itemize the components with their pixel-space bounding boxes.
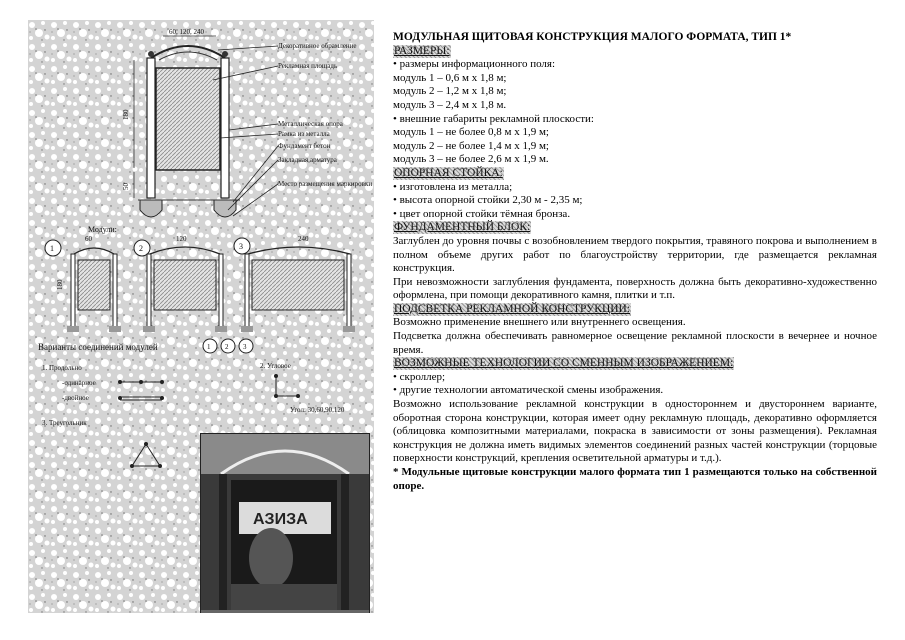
callout-embedded-rebar: Закладная арматура — [278, 156, 338, 164]
text-column: МОДУЛЬНАЯ ЩИТОВАЯ КОНСТРУКЦИЯ МАЛОГО ФОР… — [393, 31, 877, 493]
sizes-line: • внешние габариты рекламной плоскости: — [393, 112, 594, 125]
podsvetka-paragraph-2: Подсветка должна обеспечивать равномерно… — [393, 330, 877, 356]
module-number-2: 2 — [139, 244, 143, 253]
sizes-line: модуль 1 – 0,6 м х 1,8 м; — [393, 71, 507, 84]
sizes-line: модуль 2 – 1,2 м х 1,8 м; — [393, 85, 507, 98]
callout-ad-area: Рекламная площадь — [278, 62, 337, 70]
sizes-line: модуль 1 – не более 0,8 м х 1,9 м; — [393, 126, 549, 139]
photo-image: АЗИЗА — [201, 434, 369, 613]
module-width-2: 120 — [176, 235, 187, 243]
callout-metal-frame: Рамка из металла — [278, 130, 331, 138]
page-title: МОДУЛЬНАЯ ЩИТОВАЯ КОНСТРУКЦИЯ МАЛОГО ФОР… — [393, 31, 792, 43]
photo-sign-text: АЗИЗА — [253, 511, 308, 528]
module-3: 3 240 — [233, 235, 355, 332]
module-width-1: 60 — [85, 235, 93, 243]
connection-types: 1. Продольно -одинарное -двойное 2. Угло… — [42, 362, 345, 468]
footnote: * Модульные щитовые конструкции малого ф… — [393, 466, 877, 492]
top-dims-label: 60, 120, 240 — [169, 28, 205, 36]
variant-circle-3: 3 — [243, 343, 247, 351]
callout-marking-place: Место размещения маркировки — [278, 180, 372, 188]
callout-decor: Декоративное обрамление — [278, 42, 357, 50]
variant-circle-1: 1 — [207, 343, 211, 351]
section-sizes-heading: РАЗМЕРЫ: — [393, 44, 451, 58]
module-number-1: 1 — [50, 244, 54, 253]
section-fundament-heading: ФУНДАМЕНТНЫЙ БЛОК: — [393, 221, 532, 235]
drawing-panel: 60, 120, 240 180 50 Декоративное обрамле… — [28, 20, 374, 613]
conn-uglovoe: 2. Угловое — [260, 362, 291, 370]
installation-photo: АЗИЗА — [200, 433, 370, 613]
callout-concrete-base: Фундамент бетон — [278, 142, 331, 150]
conn-angle: Угол: 30,60,90,120 — [290, 406, 345, 414]
sizes-line: модуль 3 – не более 2,6 м х 1,9 м. — [393, 153, 549, 166]
module-number-3: 3 — [239, 242, 243, 251]
tech-paragraph: Возможно использование рекламной констру… — [393, 398, 877, 465]
stoika-line: • высота опорной стойки 2,30 м - 2,35 м; — [393, 194, 583, 207]
tech-line: • скроллер; — [393, 370, 446, 383]
variant-circle-2: 2 — [225, 343, 229, 351]
conn-dvoinoe: -двойное — [62, 394, 89, 402]
sizes-line: модуль 3 – 2,4 м х 1,8 м. — [393, 98, 507, 111]
conn-odinarnoe: -одинарное — [62, 379, 96, 387]
sizes-line: • размеры информационного поля: — [393, 58, 556, 71]
sizes-line: модуль 2 – не более 1,4 м х 1,9 м; — [393, 139, 549, 152]
module-2: 2 120 — [133, 235, 227, 332]
stoika-line: • цвет опорной стойки тёмная бронза. — [393, 207, 571, 220]
section-podsvetka-heading: ПОДСВЕТКА РЕКЛАМНОЙ КОНСТРУКЦИИ: — [393, 302, 632, 316]
callout-labels: Декоративное обрамление Рекламная площад… — [278, 42, 372, 188]
base-dim-label: 50 — [122, 183, 130, 191]
fundament-paragraph-2: При невозможности заглубления фундамента… — [393, 275, 877, 302]
conn-prodolno: 1. Продольно — [42, 364, 82, 372]
podsvetka-paragraph-1: Возможно применение внешнего или внутрен… — [393, 316, 686, 329]
module-width-3: 240 — [298, 235, 309, 243]
module-1: 1 60 180 — [44, 235, 121, 332]
module-height-1: 180 — [56, 279, 64, 290]
stoika-line: • изготовлена из металла; — [393, 180, 513, 193]
conn-treugolnik: 3. Треугольник — [42, 419, 87, 427]
height-dim-label: 180 — [122, 109, 130, 120]
fundament-paragraph-1: Заглублен до уровня почвы с возобновлени… — [393, 234, 877, 275]
modules-label: Модули: — [88, 225, 117, 234]
section-tech-heading: ВОЗМОЖНЫЕ ТЕХНОЛОГИИ СО СМЕННЫМ ИЗОБРАЖЕ… — [393, 357, 735, 371]
main-construction: 60, 120, 240 180 50 — [122, 28, 279, 218]
section-stoika-heading: ОПОРНАЯ СТОЙКА: — [393, 166, 504, 180]
variant-circles: 1 2 3 — [202, 338, 254, 354]
tech-line: • другие технологии автоматической смены… — [393, 384, 664, 397]
variants-title: Варианты соединений модулей — [38, 342, 158, 352]
callout-metal-support: Металлическая опора — [278, 120, 344, 128]
